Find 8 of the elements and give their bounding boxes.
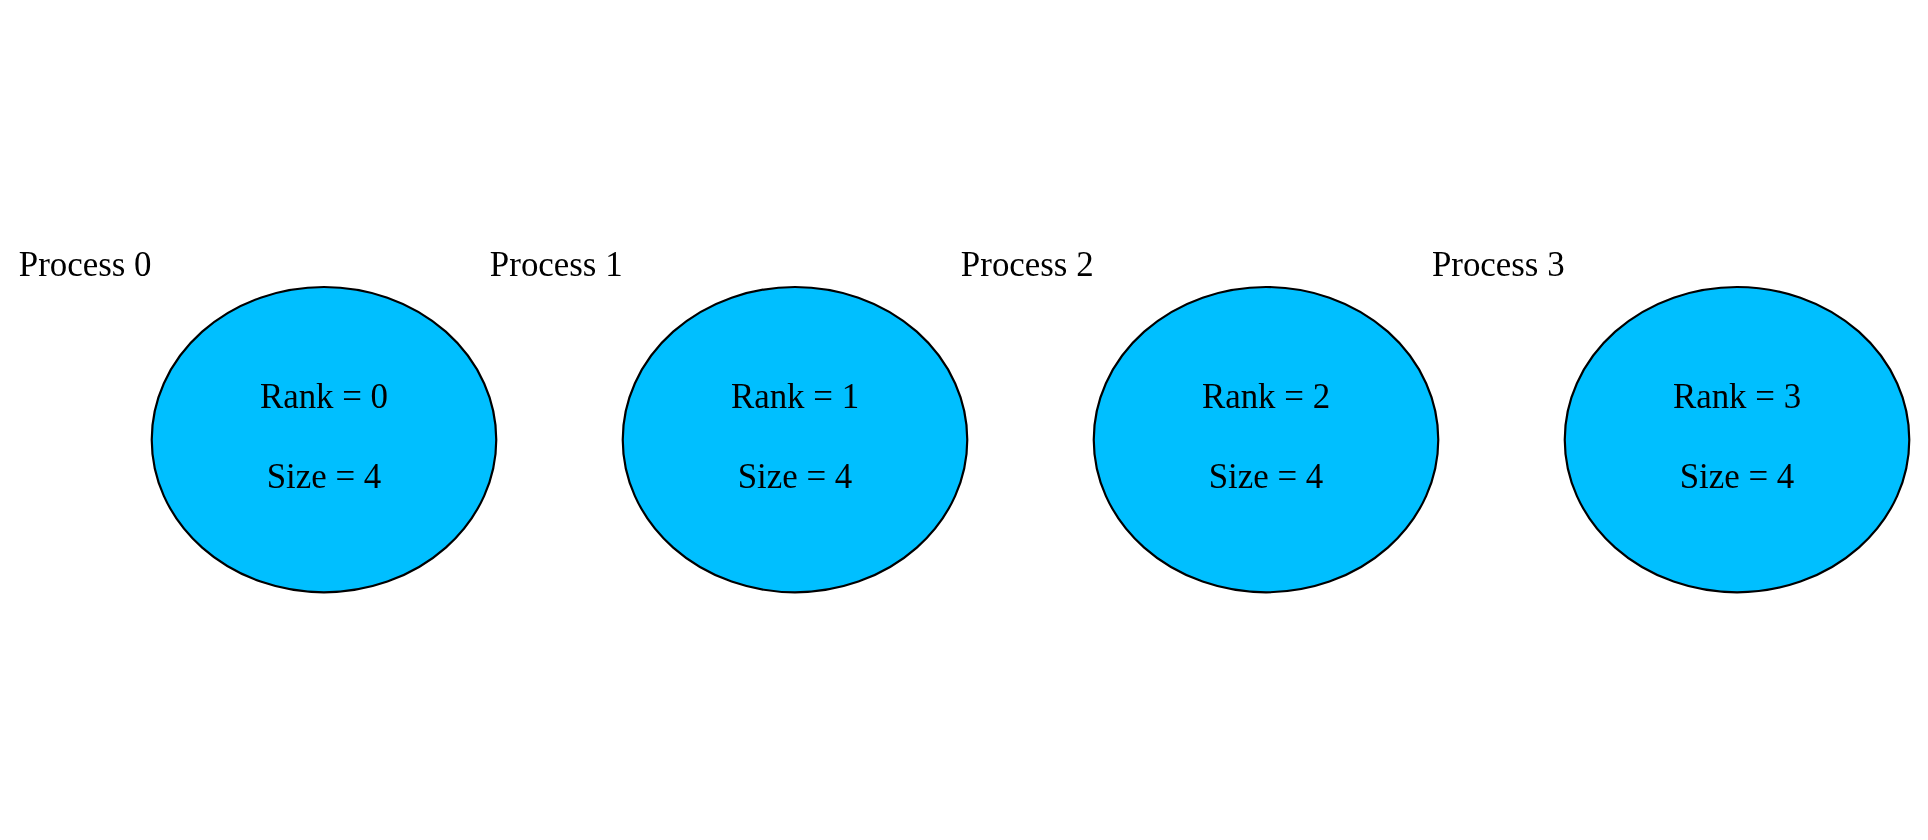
node-ellipse: Rank = 1 Size = 4	[621, 285, 969, 594]
node-label: Process 2	[960, 244, 1094, 284]
node-label: Process 1	[489, 244, 623, 284]
node-ellipse: Rank = 2 Size = 4	[1092, 285, 1440, 594]
node-label: Process 3	[1431, 244, 1565, 284]
node-ellipse: Rank = 0 Size = 4	[150, 285, 498, 594]
node-ellipse: Rank = 3 Size = 4	[1563, 285, 1911, 594]
node-label: Process 0	[18, 244, 152, 284]
